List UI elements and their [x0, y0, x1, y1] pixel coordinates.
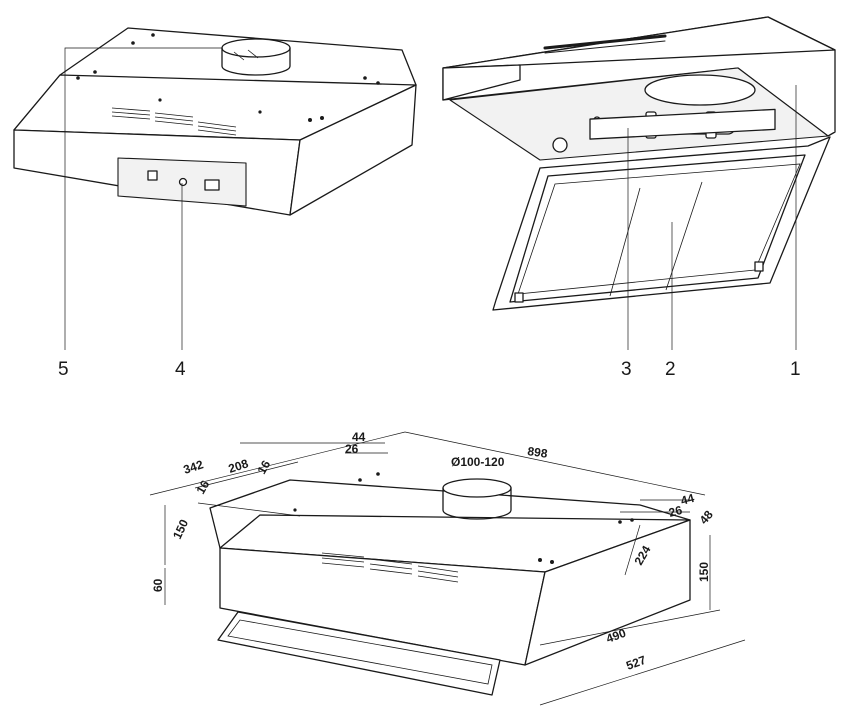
dim-16a: 16 — [254, 458, 273, 477]
dimension-lines — [149, 431, 746, 706]
dim-208: 208 — [227, 456, 251, 476]
indicator-light-icon — [178, 177, 188, 187]
switch-right-icon — [204, 179, 220, 191]
callout-2: 2 — [665, 359, 676, 380]
grease-filter — [509, 154, 806, 303]
dim-527: 527 — [624, 653, 648, 673]
dim-150-right: 150 — [697, 562, 711, 582]
callout-3: 3 — [621, 359, 632, 380]
top-vent-slots — [543, 34, 667, 54]
hood-closed-view — [13, 27, 417, 350]
dim-26-right: 26 — [667, 503, 684, 520]
front-handle — [217, 611, 501, 696]
fan-motor — [644, 74, 756, 106]
dim-60: 60 — [151, 578, 165, 592]
bottom-duct-outlet — [442, 478, 512, 520]
callout-5: 5 — [58, 359, 69, 380]
hood-dimension-view: 898 Ø100-120 342 208 16 16 44 26 44 26 4… — [149, 430, 746, 706]
dim-898: 898 — [527, 444, 549, 461]
dim-44-right: 44 — [679, 491, 696, 508]
dim-26-left: 26 — [345, 442, 359, 456]
dim-48: 48 — [697, 507, 717, 526]
dim-150-left: 150 — [170, 517, 191, 541]
dim-44-left: 44 — [352, 430, 366, 444]
dim-490: 490 — [604, 626, 628, 646]
bottom-vent-slots — [321, 552, 459, 583]
hood-open-view — [442, 16, 836, 350]
dim-outlet-diameter: Ø100-120 — [451, 455, 505, 469]
vent-slots — [111, 107, 237, 136]
switch-left-icon — [147, 170, 158, 181]
callout-1: 1 — [790, 359, 801, 380]
dim-342: 342 — [182, 457, 206, 477]
callout-4: 4 — [175, 359, 186, 380]
dim-16b: 16 — [193, 478, 212, 497]
